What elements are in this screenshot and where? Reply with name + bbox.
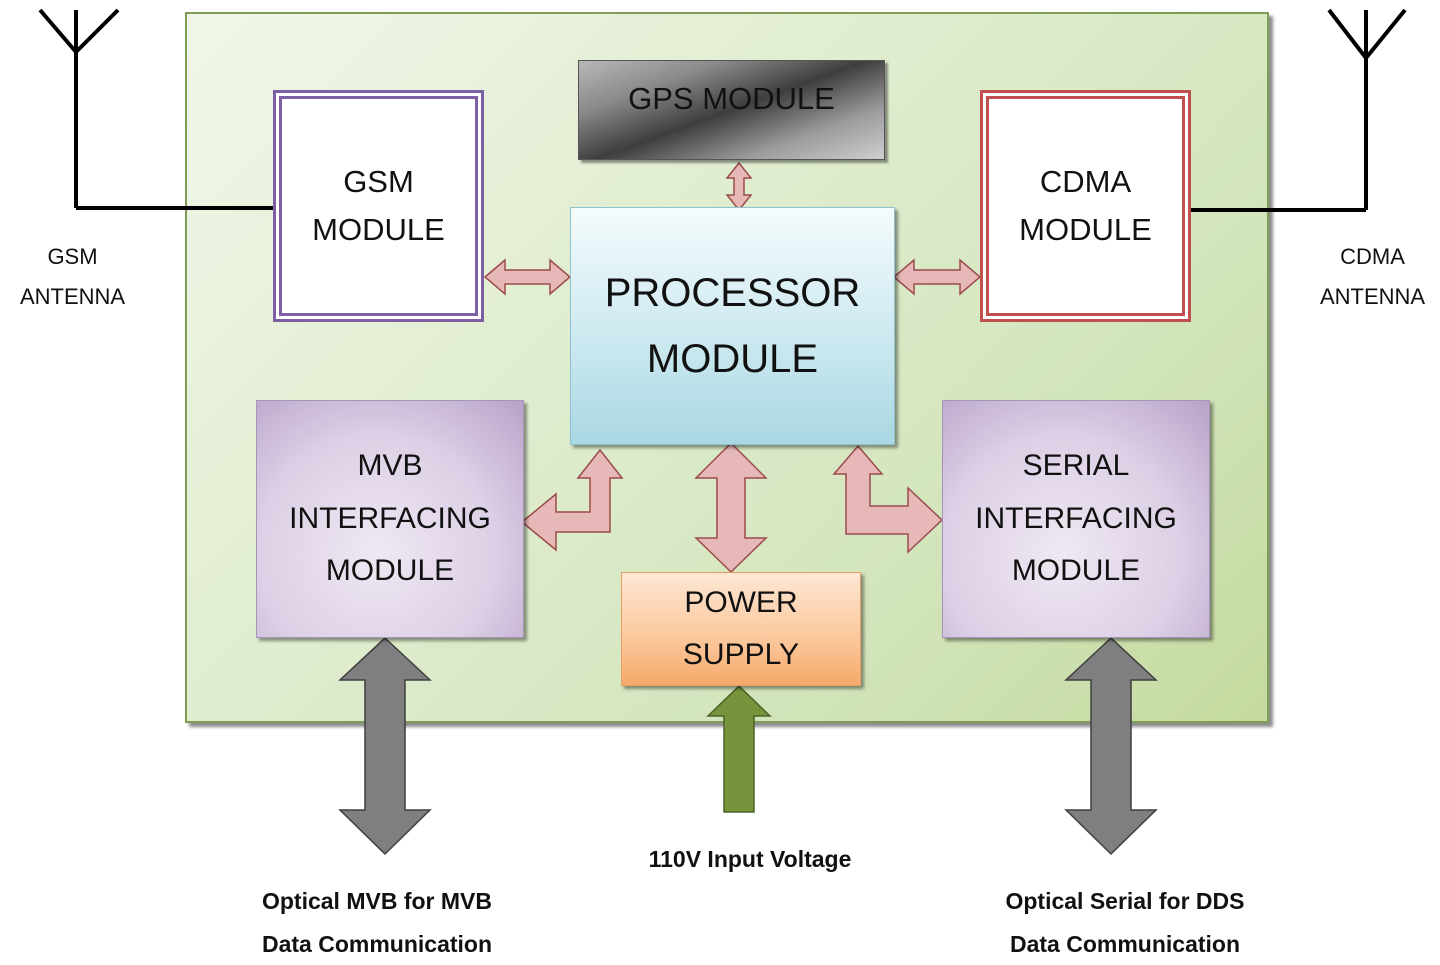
gsm-antenna-icon xyxy=(38,8,276,210)
power-supply-label-line2: SUPPLY xyxy=(682,638,800,671)
serial-communication-label: Optical Serial for DDS Data Communicatio… xyxy=(960,880,1290,965)
processor-module-label-line1: PROCESSOR xyxy=(604,271,861,315)
input-voltage-label: 110V Input Voltage xyxy=(648,846,852,872)
serial-module-label-line1: SERIAL xyxy=(1022,449,1130,483)
cdma-module-label-line2: MODULE xyxy=(1019,212,1152,247)
mvb-module-label-line2: INTERFACING xyxy=(289,501,491,535)
mvb-interfacing-module: MVB INTERFACING MODULE xyxy=(256,400,524,638)
gsm-module-label-line1: GSM xyxy=(343,163,414,199)
gps-module: GPS MODULE xyxy=(578,60,885,160)
gsm-module: GSM MODULE xyxy=(273,90,484,322)
power-supply-module: POWER SUPPLY xyxy=(621,572,861,686)
serial-module-label-line3: MODULE xyxy=(1011,554,1141,588)
cdma-processor-arrow xyxy=(892,258,982,296)
gps-module-label: GPS MODULE xyxy=(628,81,835,116)
processor-mvb-arrow xyxy=(520,448,624,552)
serial-communication-label-line2: Data Communication xyxy=(1009,930,1241,957)
gsm-module-label-line2: MODULE xyxy=(312,212,445,247)
mvb-external-arrow xyxy=(338,636,432,856)
mvb-communication-label-line2: Data Communication xyxy=(261,930,493,957)
power-supply-label-line1: POWER xyxy=(684,585,798,619)
cdma-antenna-label: CDMA ANTENNA xyxy=(1300,237,1440,316)
processor-module: PROCESSOR MODULE xyxy=(570,207,895,445)
mvb-communication-label-line1: Optical MVB for MVB xyxy=(261,888,492,914)
gsm-antenna-label-line2: ANTENNA xyxy=(19,283,126,309)
cdma-antenna-label-line1: CDMA xyxy=(1340,244,1405,269)
serial-interfacing-module: SERIAL INTERFACING MODULE xyxy=(942,400,1210,638)
cdma-module: CDMA MODULE xyxy=(980,90,1191,322)
cdma-antenna-icon xyxy=(1188,8,1407,212)
gsm-processor-arrow xyxy=(483,258,572,296)
cdma-module-label-line1: CDMA xyxy=(1039,163,1132,199)
serial-external-arrow xyxy=(1064,636,1158,856)
gsm-antenna-label-line1: GSM xyxy=(47,244,98,269)
power-input-arrow xyxy=(706,684,772,813)
serial-communication-label-line1: Optical Serial for DDS xyxy=(1005,888,1245,914)
mvb-module-label-line1: MVB xyxy=(357,449,423,483)
gps-processor-arrow xyxy=(725,161,753,212)
gsm-antenna-label: GSM ANTENNA xyxy=(0,237,145,316)
cdma-antenna-label-line2: ANTENNA xyxy=(1319,283,1426,309)
mvb-module-label-line3: MODULE xyxy=(325,554,455,588)
processor-serial-arrow xyxy=(832,444,944,554)
processor-module-label-line2: MODULE xyxy=(646,337,819,381)
processor-power-arrow xyxy=(694,441,768,574)
serial-module-label-line2: INTERFACING xyxy=(975,501,1177,535)
mvb-communication-label: Optical MVB for MVB Data Communication xyxy=(220,880,534,965)
